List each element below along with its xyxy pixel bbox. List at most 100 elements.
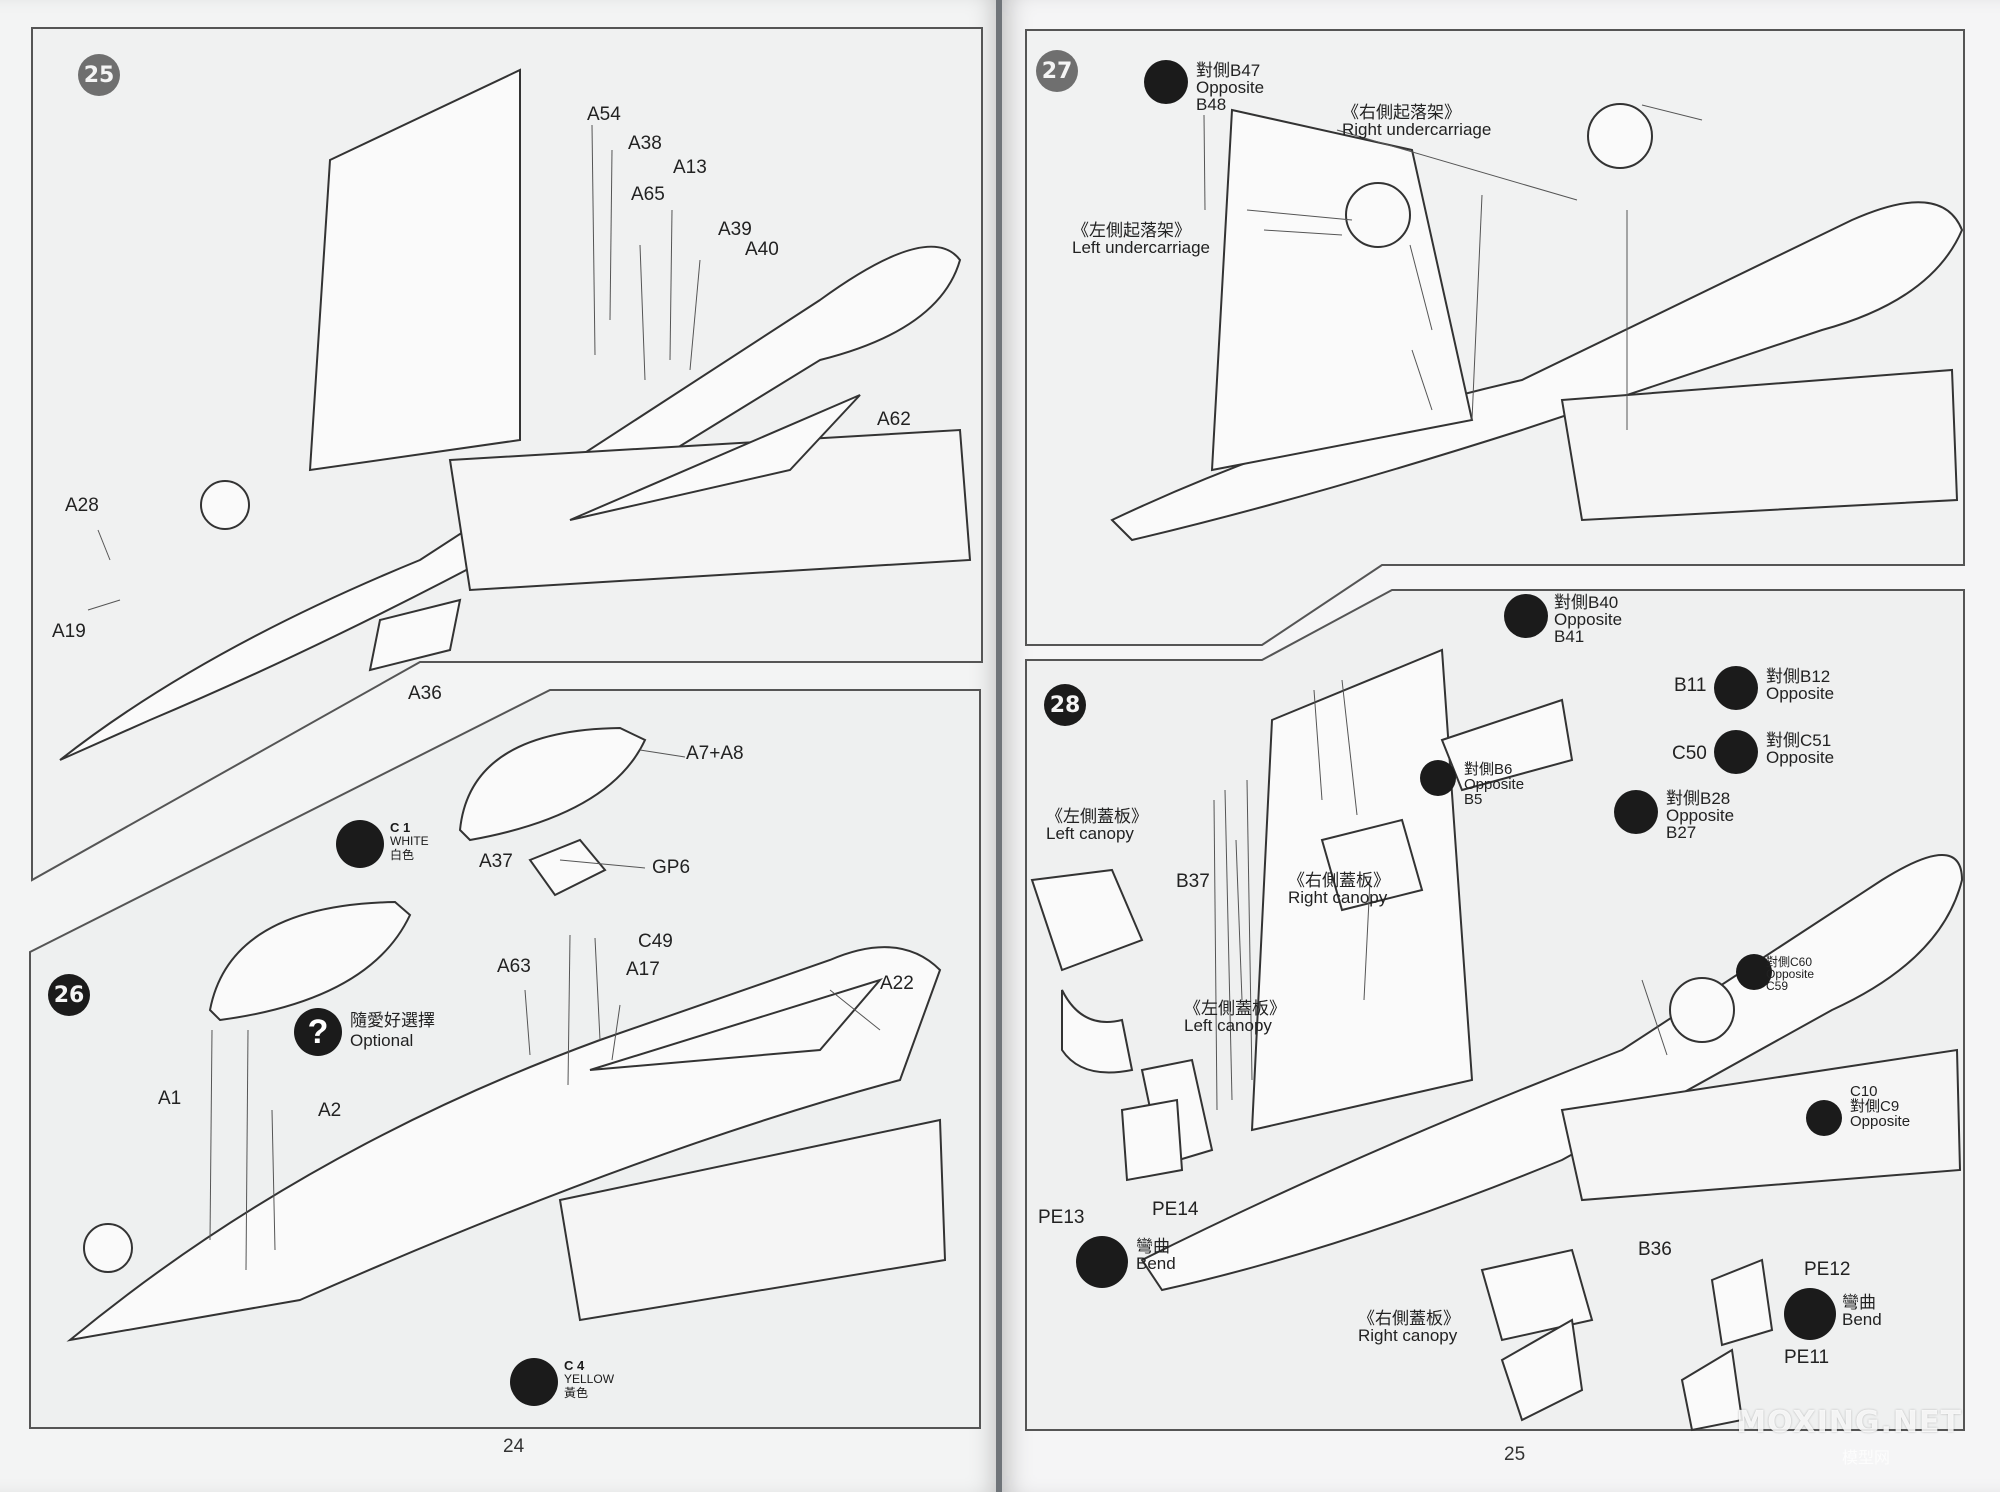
callout-cjk: 對側B40 [1554,593,1619,612]
callout-cjk: 《右側蓋板》 [1288,871,1390,890]
callout-en: Bend [1136,1254,1176,1273]
step-27-number: 27 [1036,50,1078,92]
callout-right-canopy-2: 《右側蓋板》 Right canopy [1358,1310,1460,1344]
part-label-a2: A2 [318,1100,342,1121]
part-label-a1: A1 [158,1088,182,1109]
watermark-text: MOXING.NET [1736,1405,1962,1440]
callout-en: Opposite [1850,1113,1911,1130]
bend-icon [1076,1236,1128,1288]
paint-callout-yellow: C 4 YELLOW 黃色 [510,1358,614,1406]
part-label-b11: B11 [1674,675,1707,696]
part-label-c49: C49 [638,931,673,952]
page-number-right: 25 [1504,1444,1526,1465]
opposite-arrow-icon [1736,954,1772,990]
callout-cjk: 對側C60 [1766,955,1813,969]
callout-opposite-b47: 對側B47 Opposite B48 [1196,62,1264,113]
callout-left-canopy-1: 《左側蓋板》 Left canopy [1046,808,1148,842]
part-label-a17: A17 [626,959,660,980]
opposite-arrow-icon [1144,60,1188,104]
callout-opposite-b12: 對側B12 Opposite [1766,668,1834,702]
opposite-arrow-icon [1614,790,1658,834]
paint-brush-icon [336,820,384,868]
callout-en: Opposite [1554,610,1623,629]
step-28-number: 28 [1044,684,1086,726]
callout-cjk: 《左側蓋板》 [1184,999,1286,1018]
callout-opposite-b40: 對側B40 Opposite B41 [1554,594,1622,645]
callout-en: Bend [1842,1310,1882,1329]
part-label-a63: A63 [497,956,531,977]
part-label-a54: A54 [587,104,621,125]
part-label-a19: A19 [52,621,86,642]
callout-en: Opposite [1766,748,1835,767]
callout-en: Right canopy [1358,1326,1458,1345]
part-label-a7-a8: A7+A8 [686,743,744,764]
callout-cjk: 《右側起落架》 [1342,103,1461,122]
callout-opposite-c51: 對側C51 Opposite [1766,732,1834,766]
bend-icon [1784,1288,1836,1340]
part-label-a62: A62 [877,409,911,430]
optional-en: Optional [350,1031,414,1050]
opposite-arrow-icon [1504,594,1548,638]
part-label-pe12: PE12 [1804,1259,1851,1280]
callout-cjk: 對側B12 [1766,667,1831,686]
part-label-pe14: PE14 [1152,1199,1199,1220]
opposite-arrow-icon [1420,760,1456,796]
callout-cjk: 對側B6 [1464,761,1513,778]
callout-opposite-c60: 對側C60 Opposite C59 [1766,956,1814,992]
callout-cjk: 對側B47 [1196,61,1261,80]
part-label-a39: A39 [718,219,752,240]
callout-cjk: 《左側起落架》 [1072,221,1191,240]
optional-note: 隨愛好選擇 Optional [350,1012,435,1049]
callout-opposite-b28: 對側B28 Opposite B27 [1666,790,1734,841]
callout-cjk: 對側B28 [1666,789,1731,808]
paint-brush-icon [510,1358,558,1406]
paint-name-cjk: 黃色 [564,1385,589,1400]
page-number-left: 24 [503,1436,525,1457]
watermark-subtext: 模型网 [1841,1450,1890,1467]
callout-part: B27 [1666,823,1697,842]
callout-cjk: 《右側蓋板》 [1358,1309,1460,1328]
paint-code: C 4 [564,1358,585,1373]
callout-c10: C10 對側C9 Opposite [1850,1084,1910,1129]
part-label-a13: A13 [673,157,707,178]
callout-right-canopy-1: 《右側蓋板》 Right canopy [1288,872,1390,906]
callout-en: Opposite [1766,684,1835,703]
callout-cjk: 彎曲 [1136,1237,1170,1256]
callout-left-undercarriage: 《左側起落架》 Left undercarriage [1072,222,1210,256]
callout-left-canopy-2: 《左側蓋板》 Left canopy [1184,1000,1286,1034]
right-page-diagram [1025,29,1965,1432]
part-label-b37: B37 [1176,871,1210,892]
callout-part: C59 [1766,979,1789,993]
callout-part: B48 [1196,95,1227,114]
callout-en: Opposite [1196,78,1265,97]
part-label-a28: A28 [65,495,99,516]
callout-opposite-b6: 對側B6 Opposite B5 [1464,762,1524,807]
step-26-number: 26 [48,974,90,1016]
callout-cjk: 彎曲 [1842,1293,1876,1312]
left-page: 25 A54 A38 A65 A13 A39 A40 A62 A28 A19 A… [0,0,1000,1492]
callout-en: Opposite [1766,967,1815,981]
callout-en: Opposite [1666,806,1735,825]
opposite-arrow-icon [1714,730,1758,774]
paint-code: C 1 [390,820,411,835]
callout-en: Right undercarriage [1342,120,1492,139]
optional-cjk: 隨愛好選擇 [350,1011,435,1030]
callout-bend-1: 彎曲 Bend [1136,1238,1176,1272]
part-label-pe13: PE13 [1038,1207,1085,1228]
part-label-a65: A65 [631,184,665,205]
callout-en: Right canopy [1288,888,1388,907]
callout-bend-2: 彎曲 Bend [1842,1294,1882,1328]
callout-en: Left undercarriage [1072,238,1210,257]
paint-name: WHITE [390,834,429,848]
part-label-gp6: GP6 [652,857,691,878]
part-label-c50: C50 [1672,743,1707,764]
callout-cjk: 對側C9 [1850,1098,1900,1115]
callout-cjk: 《左側蓋板》 [1046,807,1148,826]
part-label-pe11: PE11 [1784,1347,1830,1368]
part-label-a22: A22 [880,973,914,994]
paint-callout-white: C 1 WHITE 白色 [336,820,429,868]
part-label-b36: B36 [1638,1239,1672,1260]
paint-name-cjk: 白色 [390,847,415,862]
book-spine [996,0,1004,1492]
callout-en: Left canopy [1046,824,1134,843]
